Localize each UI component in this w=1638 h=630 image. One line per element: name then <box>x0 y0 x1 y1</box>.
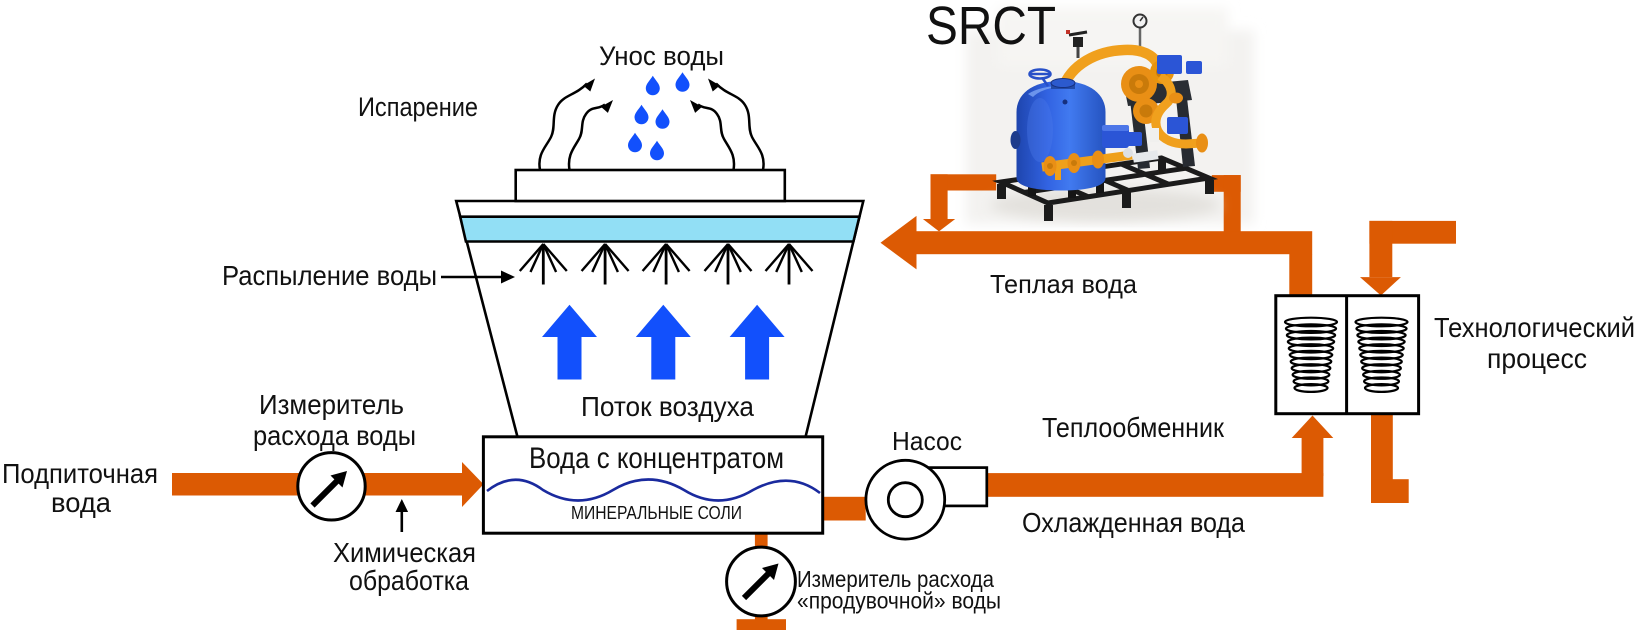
svg-text:Вода с концентратом: Вода с концентратом <box>529 442 784 475</box>
svg-text:Насос: Насос <box>892 426 962 456</box>
svg-text:процесс: процесс <box>1487 343 1587 374</box>
svg-text:Измеритель расхода: Измеритель расхода <box>797 566 994 592</box>
svg-text:Химическая: Химическая <box>333 537 476 568</box>
svg-text:Технологический: Технологический <box>1434 312 1635 343</box>
svg-text:вода: вода <box>51 487 111 518</box>
svg-text:SRCT: SRCT <box>926 0 1056 56</box>
svg-text:Унос воды: Унос воды <box>599 41 724 71</box>
svg-text:расхода воды: расхода воды <box>253 420 416 451</box>
svg-text:Испарение: Испарение <box>358 92 478 122</box>
svg-text:обработка: обработка <box>349 565 469 596</box>
svg-text:Поток воздуха: Поток воздуха <box>581 391 754 422</box>
svg-text:Охлажденная вода: Охлажденная вода <box>1022 507 1245 538</box>
svg-text:МИНЕРАЛЬНЫЕ СОЛИ: МИНЕРАЛЬНЫЕ СОЛИ <box>571 503 742 523</box>
svg-text:Подпиточная: Подпиточная <box>2 458 158 489</box>
svg-text:Теплая вода: Теплая вода <box>990 269 1138 299</box>
svg-text:Измеритель: Измеритель <box>259 389 404 420</box>
svg-text:«продувочной» воды: «продувочной» воды <box>797 588 1001 614</box>
svg-text:Теплообменник: Теплообменник <box>1042 412 1225 443</box>
svg-text:Распыление воды: Распыление воды <box>222 260 437 291</box>
